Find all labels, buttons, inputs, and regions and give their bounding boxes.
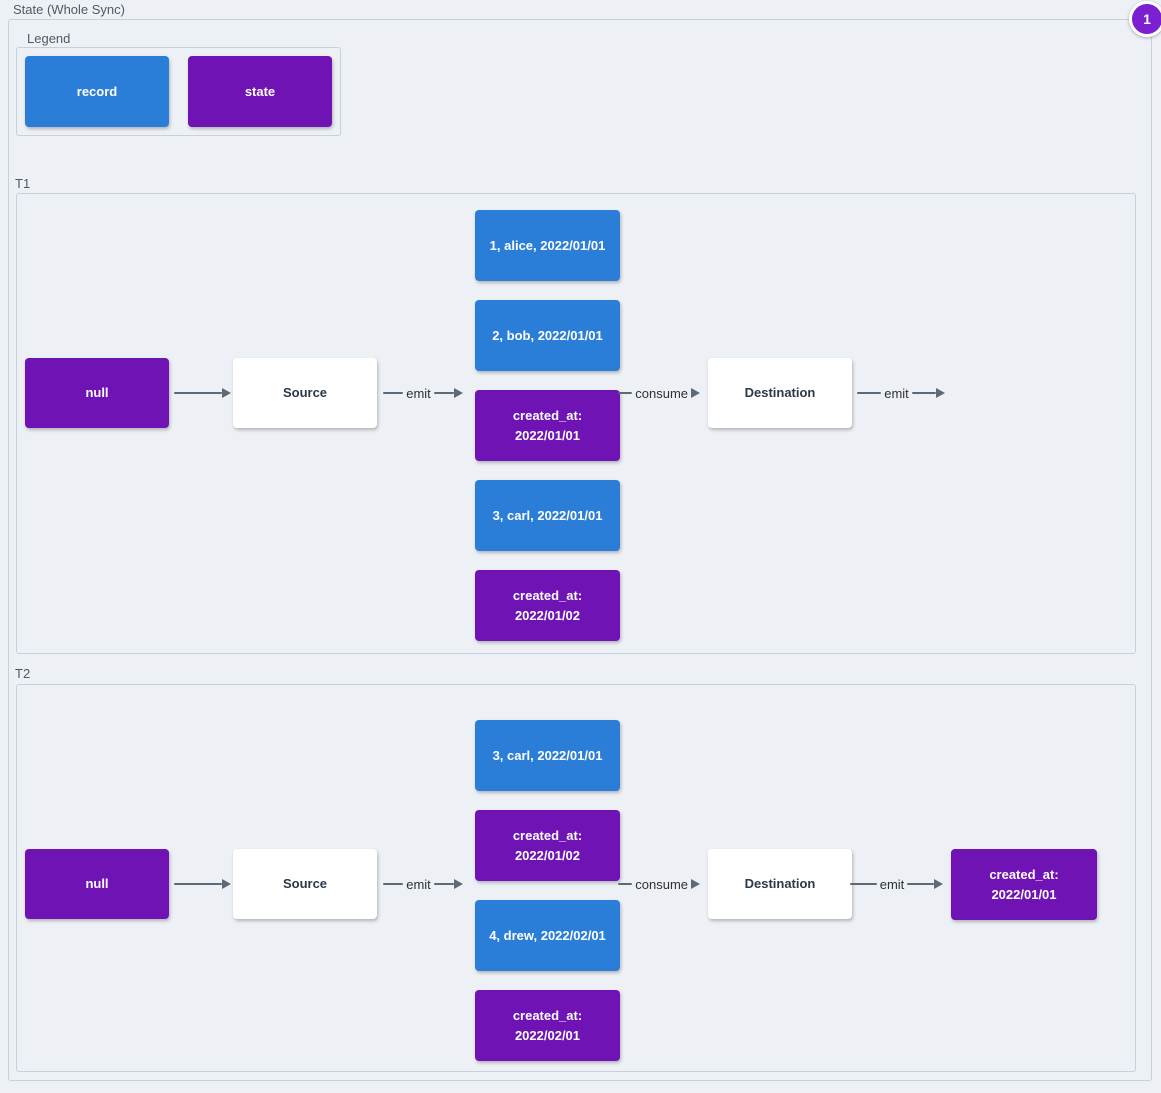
edge-line (174, 883, 222, 885)
badge-number: 1 (1143, 11, 1151, 27)
legend-label: Legend (27, 31, 71, 46)
arrowhead-icon (454, 879, 463, 889)
t1-consume-edge: consume (618, 383, 700, 403)
edge-line (907, 883, 934, 885)
arrowhead-icon (691, 388, 700, 398)
t2-emit-out-edge: emit (850, 874, 943, 894)
arrowhead-icon (222, 388, 231, 398)
t1-emit-out-edge: emit (857, 383, 945, 403)
t2-state-created-at-0201-node: created_at: 2022/02/01 (475, 990, 620, 1061)
arrowhead-icon (936, 388, 945, 398)
t2-consume-edge: consume (618, 874, 700, 894)
edge-line (174, 392, 222, 394)
edge-label: emit (879, 876, 905, 892)
t1-record-alice-node: 1, alice, 2022/01/01 (475, 210, 620, 281)
t1-emit-edge: emit (383, 383, 463, 403)
arrowhead-icon (691, 879, 700, 889)
t1-label: T1 (15, 176, 31, 191)
edge-label: emit (406, 385, 431, 401)
edge-line (618, 392, 633, 394)
edge-label: emit (884, 385, 909, 401)
t2-output-state-node: created_at: 2022/01/01 (951, 849, 1097, 920)
t2-null-to-source-arrow (174, 874, 231, 894)
legend-box (16, 47, 341, 136)
diagram-title: State (Whole Sync) (13, 2, 125, 17)
edge-line (850, 883, 877, 885)
edge-line (857, 392, 882, 394)
edge-label: emit (406, 876, 431, 892)
edge-label: consume (635, 385, 688, 401)
t2-null-node: null (25, 849, 169, 919)
t1-null-node: null (25, 358, 169, 428)
t1-record-bob-node: 2, bob, 2022/01/01 (475, 300, 620, 371)
edge-line (911, 392, 936, 394)
t1-box (16, 193, 1136, 654)
t2-label: T2 (15, 666, 31, 681)
t1-destination-node: Destination (708, 358, 852, 428)
state-whole-sync-box (8, 19, 1152, 1081)
t2-record-drew-node: 4, drew, 2022/02/01 (475, 900, 620, 971)
t2-state-created-at-0102-node: created_at: 2022/01/02 (475, 810, 620, 881)
legend-state-node: state (188, 56, 332, 127)
edge-line (383, 392, 404, 394)
t2-emit-edge: emit (383, 874, 463, 894)
edge-label: consume (635, 876, 688, 892)
t1-record-carl-node: 3, carl, 2022/01/01 (475, 480, 620, 551)
edge-line (433, 883, 454, 885)
t1-null-to-source-arrow (174, 383, 231, 403)
annotation-badge[interactable]: 1 (1129, 1, 1161, 37)
arrowhead-icon (934, 879, 943, 889)
arrowhead-icon (454, 388, 463, 398)
arrowhead-icon (222, 879, 231, 889)
edge-line (618, 883, 633, 885)
legend-record-node: record (25, 56, 169, 127)
edge-line (433, 392, 454, 394)
t2-destination-node: Destination (708, 849, 852, 919)
t2-source-node: Source (233, 849, 377, 919)
t1-state-created-at-0101-node: created_at: 2022/01/01 (475, 390, 620, 461)
t2-box (16, 684, 1136, 1072)
edge-line (383, 883, 404, 885)
t2-record-carl-node: 3, carl, 2022/01/01 (475, 720, 620, 791)
t1-source-node: Source (233, 358, 377, 428)
t1-state-created-at-0102-node: created_at: 2022/01/02 (475, 570, 620, 641)
